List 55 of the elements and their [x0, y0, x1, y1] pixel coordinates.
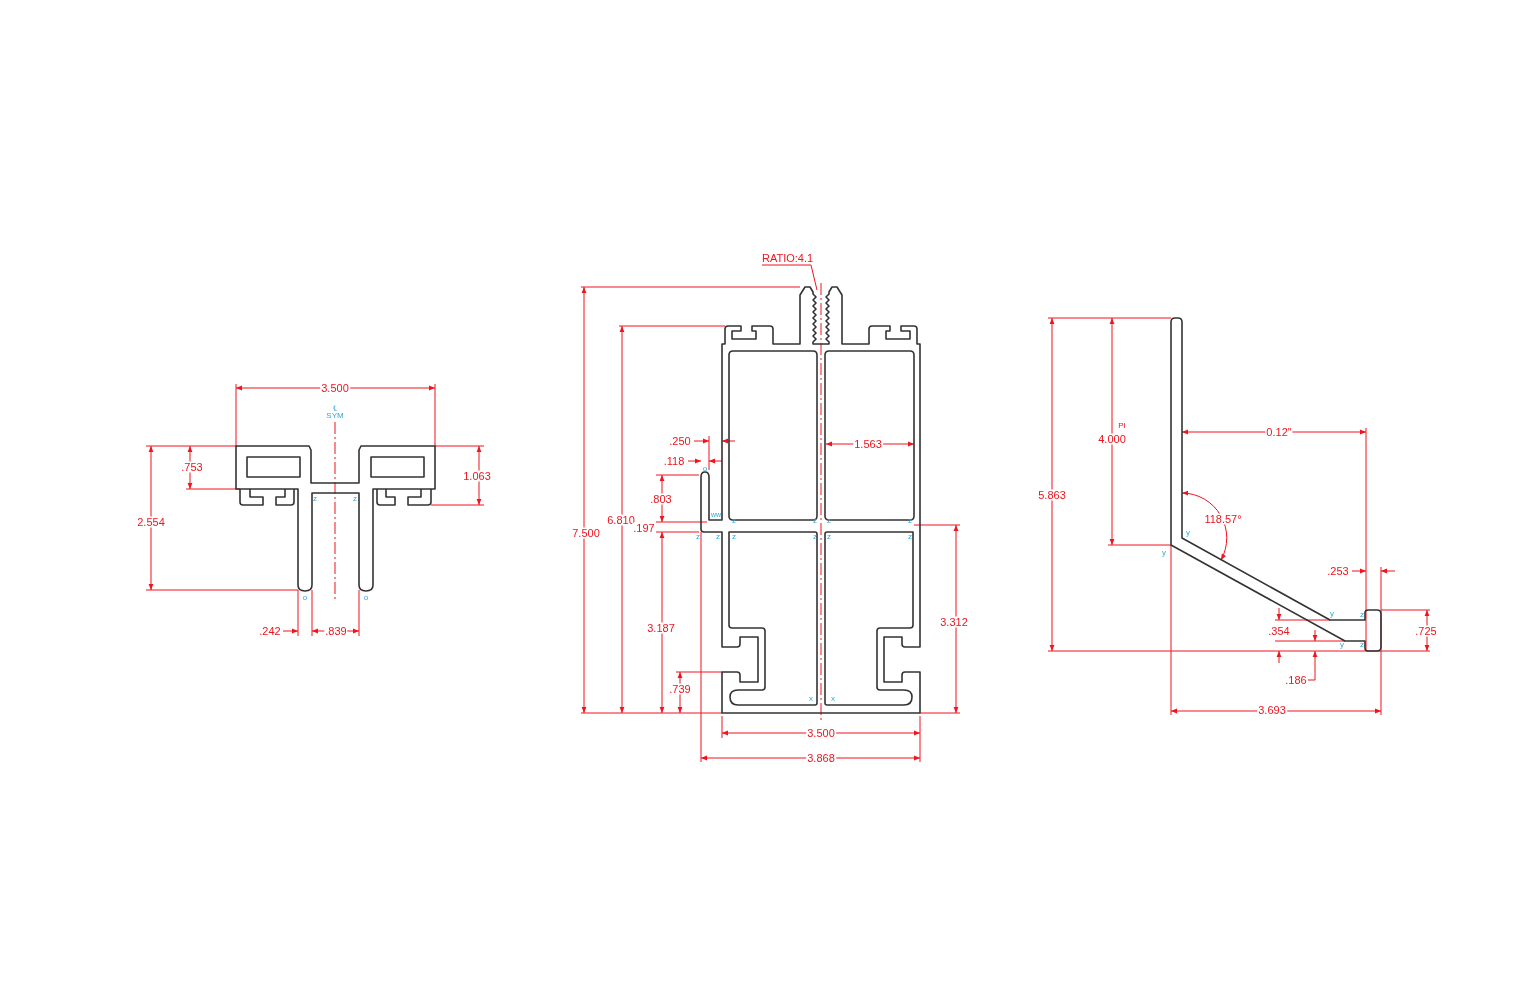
profile-mark: SYM [325, 412, 345, 420]
dimension-value: 118.57° [1203, 513, 1243, 525]
dimension-value: .197 [632, 522, 656, 534]
profile-mark: z [1359, 641, 1365, 649]
profile-mark: z [826, 533, 832, 541]
dimension-value: 6.810 [606, 514, 636, 526]
profile-mark: z [312, 495, 318, 503]
dimension-value: 3.500 [320, 382, 350, 394]
dimension-value: .803 [649, 493, 673, 505]
callout-label: RATIO:4.1 [762, 253, 814, 264]
dimension-value: .250 [668, 435, 692, 447]
profile-mark: o [301, 594, 309, 602]
profile-mark: y [1161, 549, 1167, 557]
dimension-value: 2.554 [136, 516, 166, 528]
dimension-value: 3.693 [1257, 704, 1287, 716]
rail-profile-drawing [700, 286, 921, 714]
profile-mark: z [907, 517, 913, 525]
leader-line [761, 264, 818, 291]
dimension-value: 1.063 [462, 470, 492, 482]
dimension-value: 3.500 [806, 727, 836, 739]
profile-mark: x [808, 695, 814, 703]
profile-mark: z [715, 533, 721, 541]
dimension-value: .253 [1326, 565, 1350, 577]
dimension-value: .725 [1414, 625, 1438, 637]
profile-mark: z [731, 517, 737, 525]
dimension-value: 1.563 [853, 438, 883, 450]
dimension-value: 0.12" [1265, 426, 1293, 438]
profile-mark: z [352, 495, 358, 503]
profile-mark: z [731, 533, 737, 541]
dimension-value: 3.868 [806, 752, 836, 764]
dimension-value: 3.187 [646, 622, 676, 634]
profile-mark: y [1185, 529, 1191, 537]
dimension-value: .118 [662, 455, 686, 467]
dimension-value: .354 [1267, 625, 1291, 637]
dimension-value: 4.000 [1097, 433, 1127, 445]
dimension-value: .753 [180, 461, 204, 473]
dimension-value: 5.863 [1037, 489, 1067, 501]
dimension-value: 7.500 [571, 527, 601, 539]
dimension-value: .242 [258, 625, 282, 637]
profile-mark: z [826, 517, 832, 525]
dimension-value: 3.312 [939, 616, 969, 628]
dimension-value: .839 [324, 625, 348, 637]
profile-mark: y [1339, 641, 1345, 649]
profile-mark: z [812, 533, 818, 541]
profile-mark: z [812, 517, 818, 525]
dimension-note: PI [1117, 422, 1127, 430]
profile-mark: x [830, 695, 836, 703]
profile-mark: y [1329, 610, 1335, 618]
profile-mark: o [362, 594, 370, 602]
profile-mark: z [907, 533, 913, 541]
dimension-value: .186 [1284, 674, 1308, 686]
profile-mark: ℄ [331, 405, 339, 413]
profile-mark: o [701, 465, 709, 473]
profile-mark: z [1359, 611, 1365, 619]
dimension-value: .739 [668, 683, 692, 695]
